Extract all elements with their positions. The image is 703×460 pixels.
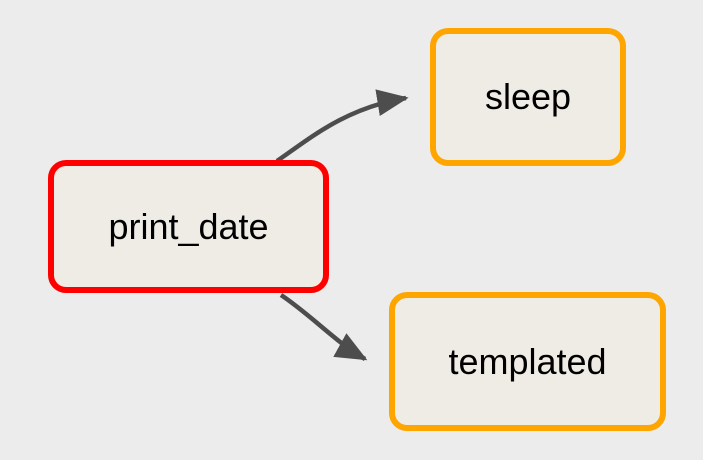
graph-node-label: sleep — [484, 76, 572, 117]
edge-print-date-to-templated — [279, 293, 368, 361]
graph-node-label: print_date — [108, 205, 269, 247]
edge-print-date-to-sleep — [275, 89, 409, 163]
graph-node-templated[interactable]: templated — [389, 292, 666, 431]
graph-node-sleep[interactable]: sleep — [430, 28, 626, 166]
graph-node-label: templated — [448, 340, 607, 382]
graph-node-print-date[interactable]: print_date — [48, 160, 329, 293]
